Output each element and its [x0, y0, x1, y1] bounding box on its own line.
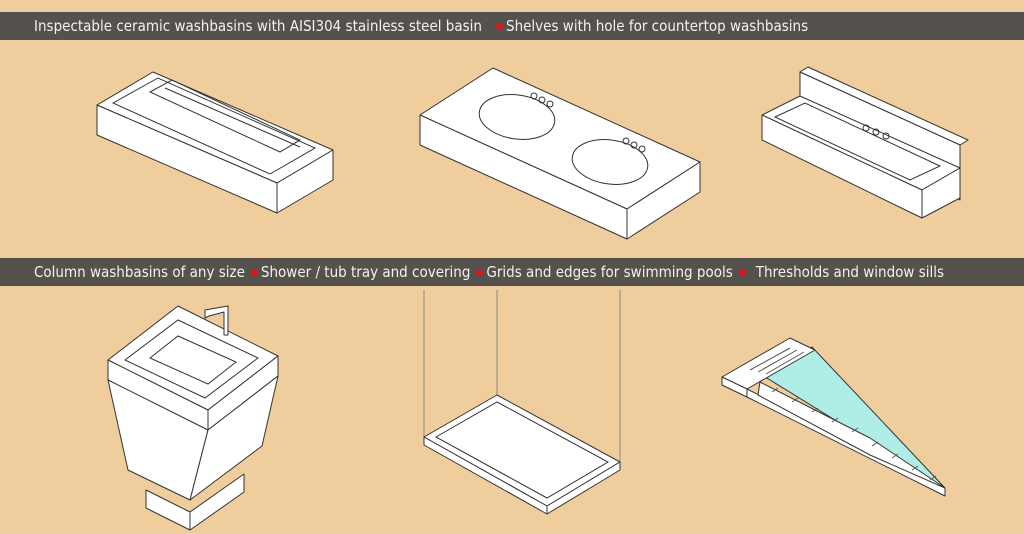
column-washbasin-illustration: [107, 305, 279, 531]
top-category-band: Inspectable ceramic washbasins with AISI…: [0, 12, 1024, 40]
category-thresholds-sills: Thresholds and window sills: [755, 263, 945, 281]
bullet-icon: [476, 268, 484, 276]
category-pool-grids: Grids and edges for swimming pools: [486, 263, 733, 281]
category-shelves-with-hole: Shelves with hole for countertop washbas…: [506, 17, 809, 35]
bottom-category-band: Column washbasins of any size Shower / t…: [0, 258, 1024, 286]
shelf-with-backsplash-illustration: [761, 66, 969, 219]
countertop-shelf-illustration: [419, 67, 701, 240]
ceramic-washbasin-illustration: [96, 71, 334, 214]
bullet-icon: [738, 268, 746, 276]
category-shower-tray: Shower / tub tray and covering: [260, 263, 471, 281]
bullet-icon: [250, 268, 258, 276]
shower-tray-illustration: [423, 290, 621, 515]
category-inspectable-washbasins: Inspectable ceramic washbasins with AISI…: [34, 17, 482, 35]
pool-grid-illustration: [721, 337, 946, 497]
bullet-icon: [496, 22, 503, 30]
category-column-washbasins: Column washbasins of any size: [34, 263, 245, 281]
